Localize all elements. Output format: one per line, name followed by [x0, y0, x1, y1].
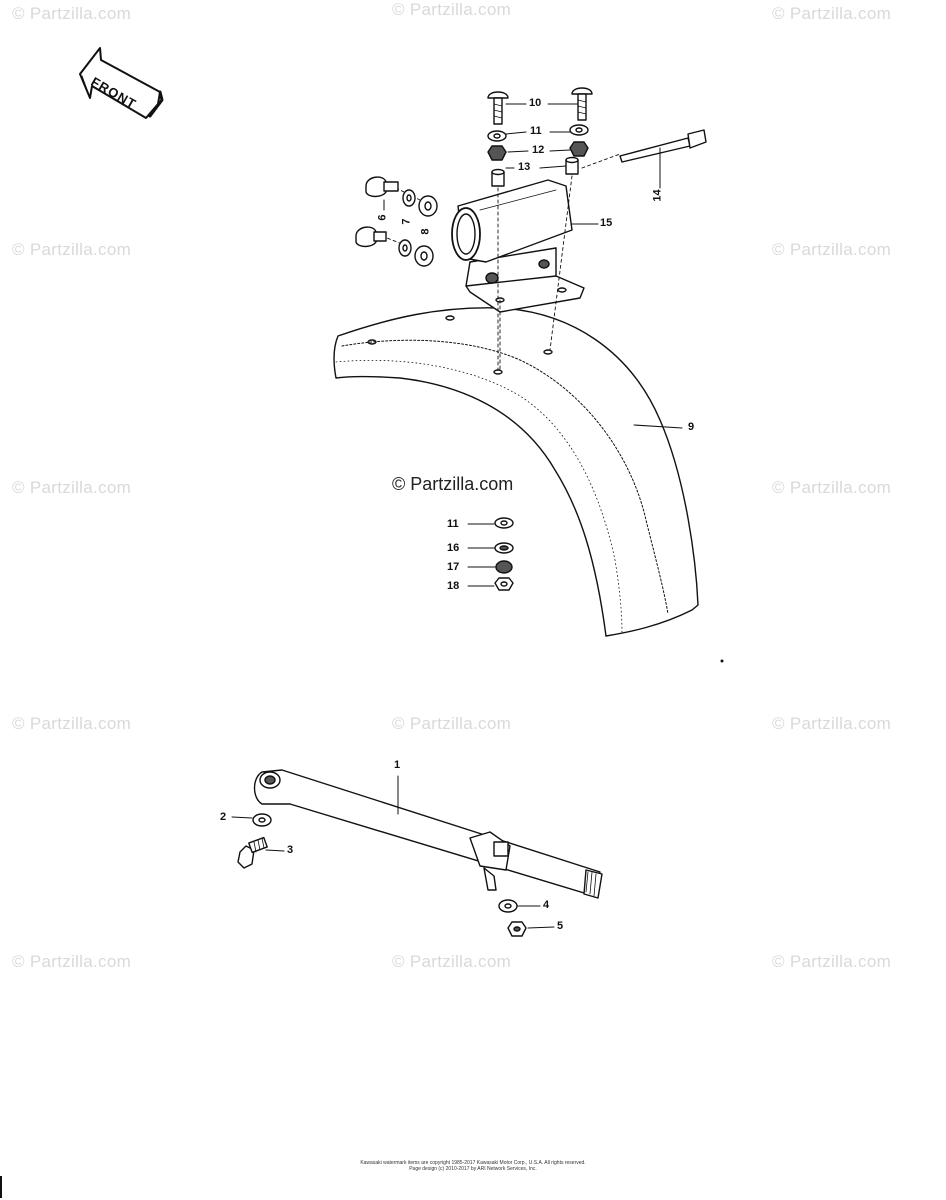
watermark: © Partzilla.com [772, 240, 892, 259]
watermark: © Partzilla.com [12, 240, 132, 259]
callout-15: 15 [600, 217, 613, 229]
callout-10: 10 [529, 97, 542, 109]
callout-2: 2 [220, 811, 227, 823]
watermark: © Partzilla.com [392, 714, 512, 733]
nut-12 [487, 141, 589, 161]
callout-9: 9 [688, 421, 695, 433]
nut-5 [507, 921, 555, 937]
bolt-3 [237, 836, 285, 869]
watermark: © Partzilla.com [772, 478, 892, 497]
bolt-6 [355, 176, 399, 248]
callout-14: 14 [651, 189, 664, 202]
callout-12: 12 [532, 144, 545, 156]
washer-2 [231, 813, 272, 827]
watermark: © Partzilla.com [392, 952, 512, 971]
watermark: © Partzilla.com [12, 4, 132, 23]
washer-4 [498, 899, 541, 913]
watermark: © Partzilla.com [12, 714, 132, 733]
torque-stay [253, 769, 603, 899]
watermark: © Partzilla.com [12, 952, 132, 971]
rear-fender [333, 307, 699, 637]
callout-11-top: 11 [530, 125, 542, 137]
left-edge-mark [0, 1176, 2, 1198]
washer-11 [487, 124, 589, 142]
callout-5: 5 [557, 920, 564, 932]
callout-17: 17 [447, 561, 460, 573]
front-arrow-icon [79, 47, 164, 119]
callout-7: 7 [400, 218, 413, 225]
copyright-footer: Kawasaki watermark items are copyright 1… [0, 1160, 946, 1172]
mounting-bracket [451, 179, 599, 313]
hardware-stack [467, 517, 514, 591]
bolt-14 [619, 129, 707, 189]
watermark: © Partzilla.com [772, 952, 892, 971]
washer-7 [398, 189, 416, 257]
callout-11-lower: 11 [447, 518, 459, 530]
callout-6: 6 [376, 214, 389, 221]
callout-1: 1 [394, 759, 401, 771]
watermark: © Partzilla.com [772, 4, 892, 23]
watermark: © Partzilla.com [12, 478, 132, 497]
watermark: © Partzilla.com [772, 714, 892, 733]
copyright-line-1: Kawasaki watermark items are copyright 1… [360, 1160, 586, 1166]
collar-13 [491, 156, 579, 187]
callout-4: 4 [543, 899, 550, 911]
callout-8: 8 [419, 228, 432, 235]
copyright-line-2: Page design (c) 2010-2017 by ARI Network… [409, 1166, 537, 1172]
center-watermark: © Partzilla.com [392, 474, 514, 494]
callout-13: 13 [518, 161, 531, 173]
callout-18: 18 [447, 580, 460, 592]
bolt-10 [487, 87, 593, 125]
callout-3: 3 [287, 844, 294, 856]
watermark: © Partzilla.com [392, 0, 512, 19]
washer-8 [414, 195, 438, 267]
callout-16: 16 [447, 542, 460, 554]
